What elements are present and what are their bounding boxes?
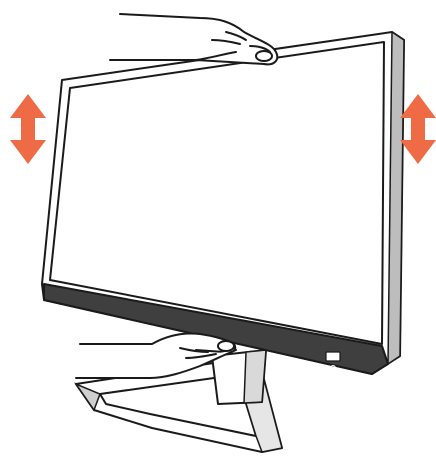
up-down-arrow-icon-left [10,94,46,164]
up-down-arrow-icon-right [400,94,436,164]
hand-on-top-icon [110,14,277,64]
stand-neck-icon [212,350,266,404]
monitor-icon [42,32,404,374]
